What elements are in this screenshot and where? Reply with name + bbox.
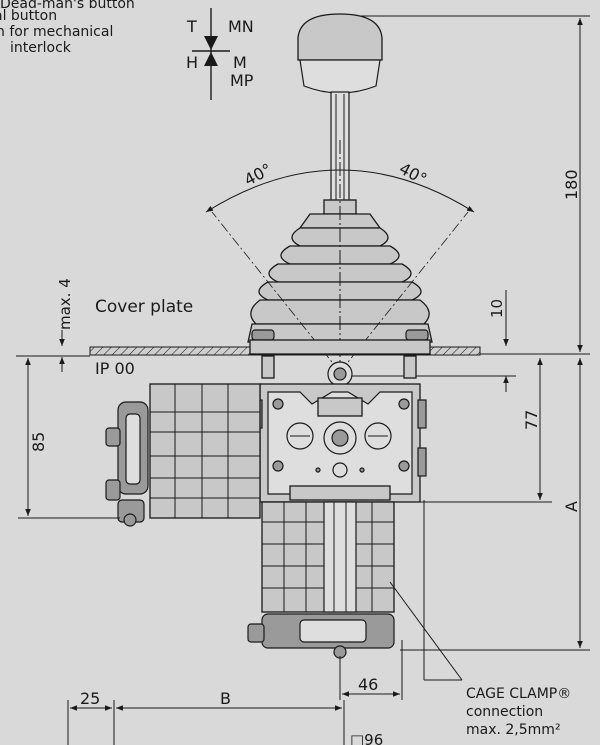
note-line-2: al button bbox=[0, 8, 57, 24]
pos-m: M bbox=[233, 53, 247, 72]
pos-h: H bbox=[186, 53, 198, 72]
cage-clamp-line-2: connection bbox=[466, 704, 543, 720]
pos-mn: MN bbox=[228, 17, 254, 36]
pos-t: T bbox=[186, 17, 197, 36]
dim-77: 77 bbox=[522, 410, 541, 430]
position-indicator: T MN H M MP bbox=[186, 8, 254, 100]
note-line-4: interlock bbox=[10, 40, 72, 56]
dim-a: A bbox=[562, 501, 581, 512]
cage-clamp-line-3: max. 2,5mm² bbox=[466, 722, 561, 738]
switch-housing bbox=[253, 383, 427, 503]
angle-left: 40° bbox=[241, 159, 275, 189]
dim-max4: max. 4 bbox=[56, 278, 74, 330]
dim-46: 46 bbox=[358, 675, 378, 694]
dim-85: 85 bbox=[29, 432, 48, 452]
angle-right: 40° bbox=[396, 159, 430, 189]
pos-mp: MP bbox=[230, 71, 254, 90]
dim-b: B bbox=[220, 689, 231, 708]
cage-clamp-line-1: CAGE CLAMP® bbox=[466, 686, 571, 702]
note-line-3: n for mechanical bbox=[0, 24, 113, 40]
note-line-1: Dead-man's button bbox=[0, 0, 135, 12]
lower-contact-stack bbox=[247, 501, 395, 659]
ip-label: IP 00 bbox=[95, 359, 135, 378]
dim-180: 180 bbox=[562, 169, 581, 200]
dim-25: 25 bbox=[80, 689, 100, 708]
joystick-handle bbox=[297, 13, 383, 215]
left-contact-stack bbox=[105, 383, 261, 527]
pivot-mount bbox=[249, 339, 431, 387]
dim-square-96: □96 bbox=[350, 731, 383, 745]
cover-plate-label: Cover plate bbox=[95, 297, 193, 317]
dim-10: 10 bbox=[488, 299, 506, 318]
